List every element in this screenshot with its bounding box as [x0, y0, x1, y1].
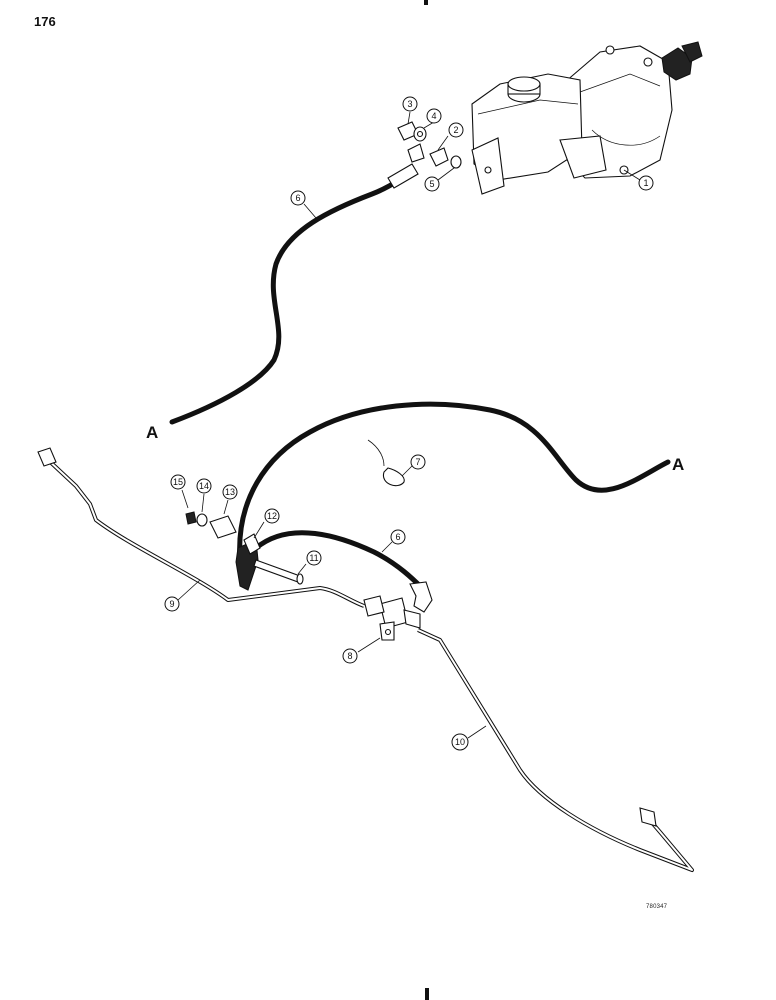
svg-text:14: 14 — [199, 481, 209, 491]
callout-8: 8 — [342, 637, 381, 664]
brake-tube-9 — [37, 447, 365, 608]
svg-text:12: 12 — [267, 511, 277, 521]
callout-13: 13 — [222, 484, 238, 515]
svg-text:6: 6 — [295, 193, 300, 203]
callout-15: 15 — [170, 474, 189, 509]
callout-3: 3 — [402, 96, 418, 125]
hardware-stack — [185, 511, 237, 539]
svg-text:15: 15 — [173, 477, 183, 487]
svg-text:8: 8 — [347, 651, 352, 661]
master-cylinder — [471, 41, 703, 195]
svg-text:4: 4 — [431, 111, 436, 121]
svg-text:11: 11 — [309, 553, 318, 563]
svg-text:7: 7 — [415, 457, 420, 467]
callout-6-upper: 6 — [290, 190, 317, 219]
gasket-5 — [450, 155, 462, 169]
callout-7: 7 — [401, 454, 426, 477]
callout-4: 4 — [423, 108, 442, 129]
fitting-2 — [429, 147, 449, 167]
marker-a-left: A — [146, 423, 158, 442]
hose-end-fitting-upper — [387, 163, 419, 189]
callout-14: 14 — [196, 478, 212, 513]
svg-text:1: 1 — [643, 178, 648, 188]
marker-a-right: A — [672, 455, 684, 474]
svg-text:3: 3 — [407, 99, 412, 109]
svg-text:10: 10 — [455, 737, 465, 747]
callout-5: 5 — [424, 167, 455, 192]
washer-14 — [196, 513, 208, 527]
svg-text:6: 6 — [395, 532, 400, 542]
bolt-11 — [253, 559, 304, 585]
callout-12: 12 — [253, 508, 280, 539]
spacer-13 — [209, 515, 237, 539]
svg-text:2: 2 — [453, 125, 458, 135]
callout-11: 11 — [297, 550, 322, 575]
bottom-crop-mark — [425, 988, 429, 1000]
hose-bracket — [235, 533, 261, 591]
top-crop-mark — [424, 0, 428, 5]
callout-6-lower: 6 — [381, 529, 406, 553]
callout-9: 9 — [164, 579, 201, 612]
callout-2: 2 — [437, 122, 464, 151]
svg-text:9: 9 — [169, 599, 174, 609]
brake-hose-long — [237, 401, 671, 563]
hose-clip-7 — [367, 439, 405, 487]
callout-10: 10 — [451, 725, 487, 751]
brake-hose-lower — [253, 530, 425, 591]
fittings-cluster — [397, 121, 462, 169]
svg-text:5: 5 — [429, 179, 434, 189]
brake-hose-upper — [169, 169, 411, 425]
page-number: 176 — [34, 14, 56, 29]
tee-fitting — [363, 581, 433, 641]
figure-code: 780347 — [646, 904, 668, 910]
nut-15 — [185, 511, 197, 525]
callout-1: 1 — [623, 169, 654, 191]
svg-text:13: 13 — [225, 487, 235, 497]
brake-tube-10 — [417, 628, 694, 872]
